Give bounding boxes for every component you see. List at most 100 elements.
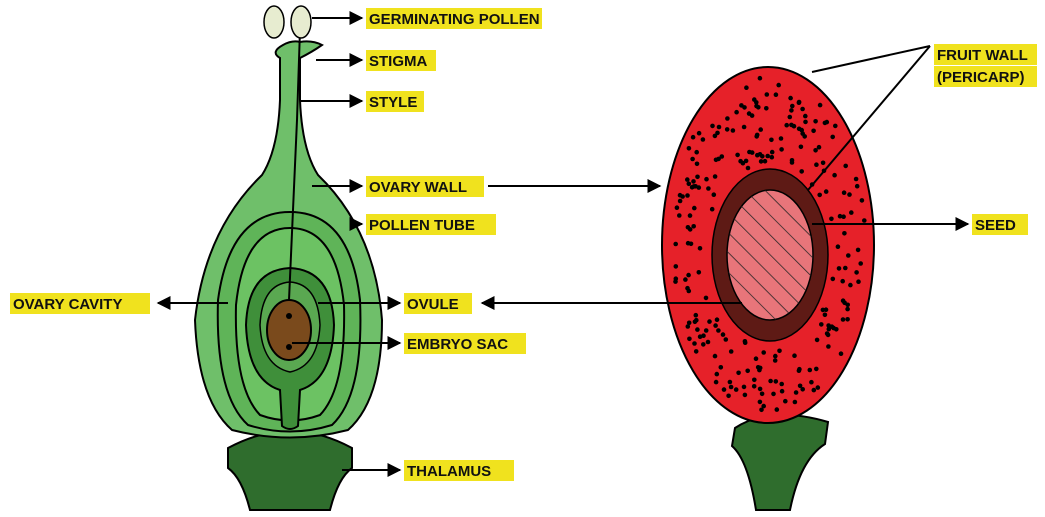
fruit-wall-dot: [721, 332, 726, 337]
fruit-wall-dot: [710, 207, 715, 212]
fruit-wall-dot: [848, 283, 853, 288]
fruit-wall-dot: [678, 199, 683, 204]
label-thalamus-text: THALAMUS: [407, 463, 491, 480]
fruit-wall-dot: [694, 349, 699, 354]
fruit-wall-dot: [779, 136, 784, 141]
pollen-grain-left: [264, 6, 284, 38]
fruit-wall-dot: [750, 150, 755, 155]
fruit-thalamus: [732, 415, 828, 510]
label-seed: SEED: [972, 214, 1028, 235]
fruit-wall-dot: [813, 119, 818, 124]
fruit-wall-dot: [715, 131, 720, 136]
fruit-wall-dot: [792, 353, 797, 358]
fruit-wall-dot: [856, 279, 861, 284]
fruit-wall-dot: [761, 350, 766, 355]
fruit-wall-dot: [717, 125, 722, 130]
fruit-wall-dot: [765, 92, 770, 97]
fruit-wall-dot: [704, 177, 709, 182]
fruit-wall-dot: [716, 328, 721, 333]
fruit-wall-dot: [812, 388, 817, 393]
fruit-wall-dot: [701, 333, 706, 338]
fruit-wall-dot: [694, 313, 699, 318]
fruit-wall-dot: [758, 400, 763, 405]
label-fruit-wall-text-line2: (PERICARP): [937, 69, 1025, 86]
fruit-wall-dot: [729, 349, 734, 354]
label-germinating-pollen: GERMINATING POLLEN: [366, 8, 542, 29]
fruit-wall-dot: [788, 96, 793, 101]
fruit-wall-dot: [719, 365, 724, 370]
fruit-wall-dot: [674, 264, 679, 269]
fruit-wall-dot: [739, 103, 744, 108]
fruit-wall-dot: [771, 392, 776, 397]
fruit-wall-dot: [824, 189, 829, 194]
fruit-wall-dot: [685, 286, 690, 291]
fruit-wall-dot: [816, 385, 821, 390]
fruit-wall-dot: [697, 131, 702, 136]
label-pollen-tube: POLLEN TUBE: [366, 214, 496, 235]
fruit-wall-dot: [815, 338, 820, 343]
fruit-wall-dot: [692, 206, 697, 211]
fruit-wall-dot: [698, 246, 703, 251]
fruit-wall-dot: [858, 261, 863, 266]
fruit-wall-dot: [695, 162, 700, 167]
fruit-wall-dot: [750, 113, 755, 118]
fruit-wall-dot: [765, 154, 770, 159]
fruit-wall-dot: [758, 366, 763, 371]
fruit-wall-dot: [695, 175, 700, 180]
fruit-wall-dot: [803, 114, 808, 119]
fruit-wall-dot: [841, 317, 846, 322]
fruit-wall-dot: [741, 161, 746, 166]
fruit-wall-dot: [843, 164, 848, 169]
label-ovary-wall: OVARY WALL: [366, 176, 484, 197]
fruit-wall-dot: [734, 110, 739, 115]
fruit-wall-dot: [818, 103, 823, 108]
label-seed-text: SEED: [975, 217, 1016, 234]
fruit-wall-dot: [697, 270, 702, 275]
fruit-wall-dot: [800, 387, 805, 392]
fruit-wall-dot: [774, 379, 779, 384]
fruit-wall-dot: [752, 97, 757, 102]
fruit-wall-dot: [728, 380, 733, 385]
embryo-sac-nucleus-top: [286, 313, 292, 319]
fruit-wall-dot: [799, 145, 804, 150]
fruit-wall-dot: [823, 313, 828, 318]
fruit-wall-dot: [788, 115, 793, 120]
fruit-wall-dot: [840, 279, 845, 284]
fruit-wall-dot: [704, 296, 709, 301]
label-ovule-text: OVULE: [407, 296, 459, 313]
fruit-wall-dot: [686, 225, 691, 230]
fruit-wall-dot: [862, 218, 867, 223]
fruit-wall-dot: [754, 134, 759, 139]
label-stigma: STIGMA: [366, 50, 436, 71]
fruit-wall-dot: [685, 177, 690, 182]
fruit-wall-dot: [724, 337, 729, 342]
fruit-wall-dot: [706, 340, 711, 345]
fruit-wall-dot: [715, 317, 720, 322]
label-ovule: OVULE: [404, 293, 472, 314]
fruit-wall-dot: [693, 184, 698, 189]
fruit-wall-dot: [714, 158, 719, 163]
fruit-wall-dot: [725, 127, 730, 132]
fruit-wall-dot: [690, 157, 695, 162]
fruit-wall-dot: [770, 150, 775, 155]
fruit-wall-dot: [683, 277, 688, 282]
fruit-wall-dot: [743, 339, 748, 344]
fruit-wall-dot: [736, 371, 741, 376]
fruit-wall-dot: [735, 153, 740, 158]
fruit-wall-dot: [837, 266, 842, 271]
fruit-wall-dot: [773, 358, 778, 363]
fruit-wall-dot: [764, 106, 769, 111]
fruit-wall-dot: [811, 129, 816, 134]
fruit-wall-dot: [734, 387, 739, 392]
fruit-wall-dot: [713, 323, 718, 328]
fruit-wall-dot: [777, 349, 782, 354]
labels: GERMINATING POLLEN STIGMA STYLE OVARY WA…: [10, 8, 1037, 481]
fruit-wall-dot: [759, 159, 764, 164]
fruit-wall-dot: [760, 392, 765, 397]
fruit-wall-dot: [789, 123, 794, 128]
fruit-wall-dot: [715, 372, 720, 377]
fruit-wall-dot: [752, 378, 757, 383]
fruit-wall-dot: [813, 148, 818, 153]
fruit-wall-dot: [814, 367, 819, 372]
